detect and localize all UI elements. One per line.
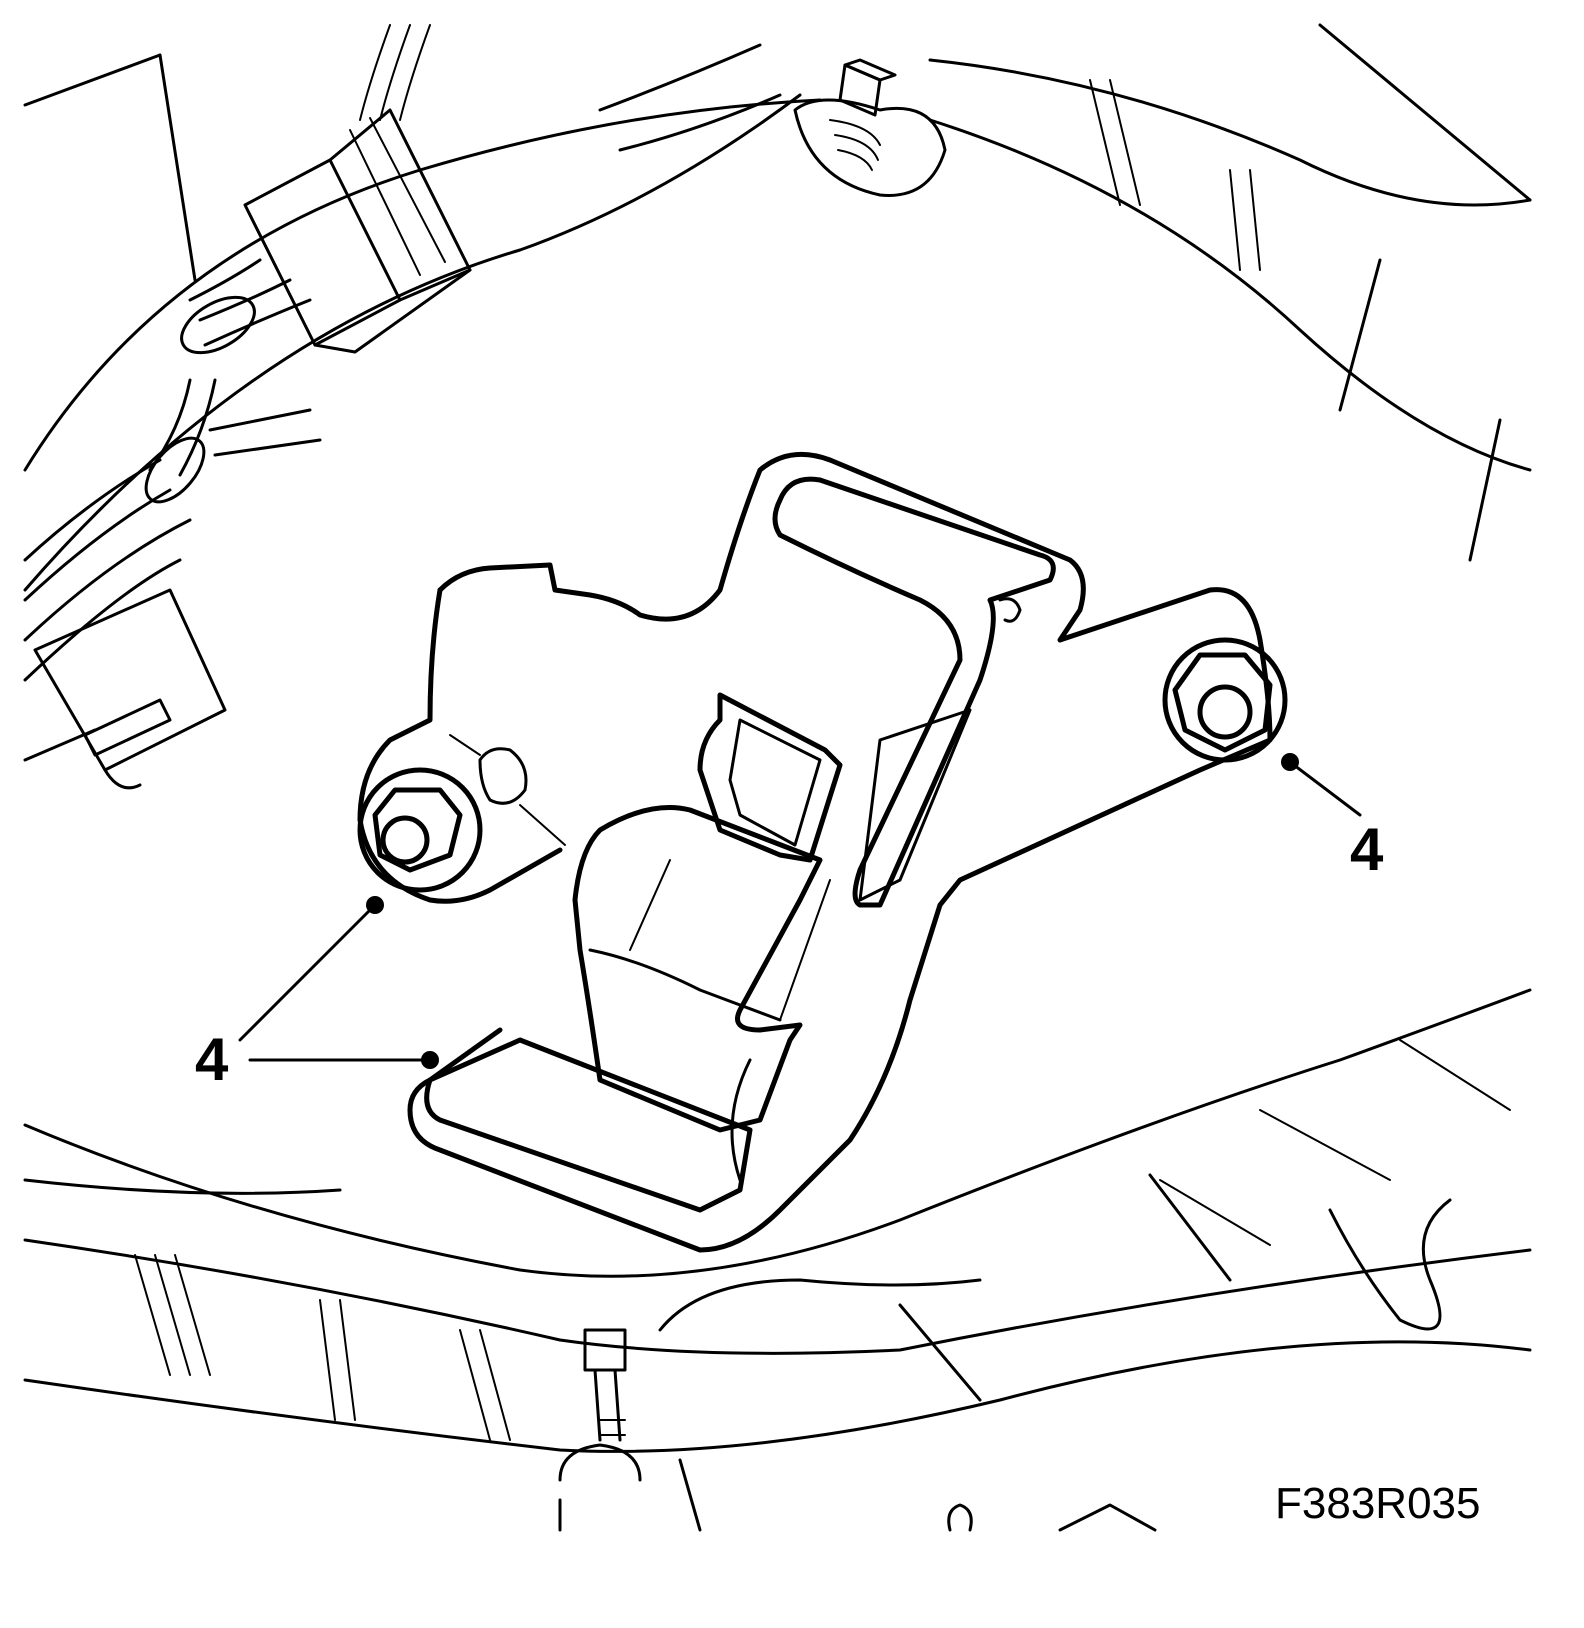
wire-harness bbox=[23, 24, 431, 682]
connector-upper bbox=[243, 108, 472, 354]
connector-left bbox=[23, 588, 227, 790]
callout-label-left: 4 bbox=[195, 1026, 229, 1093]
callout-right: 4 bbox=[1281, 753, 1384, 883]
bottom-clip bbox=[558, 1328, 1157, 1532]
upper-trim bbox=[23, 23, 1532, 592]
figure-id: F383R035 bbox=[1275, 1479, 1480, 1528]
callout-label-right: 4 bbox=[1350, 816, 1384, 883]
callout-bracket bbox=[248, 1051, 439, 1069]
lower-trim bbox=[23, 988, 1532, 1453]
right-nut bbox=[1162, 637, 1288, 763]
left-nut bbox=[357, 767, 483, 893]
callout-left-nut: 4 bbox=[195, 896, 384, 1093]
top-clip bbox=[793, 58, 947, 197]
